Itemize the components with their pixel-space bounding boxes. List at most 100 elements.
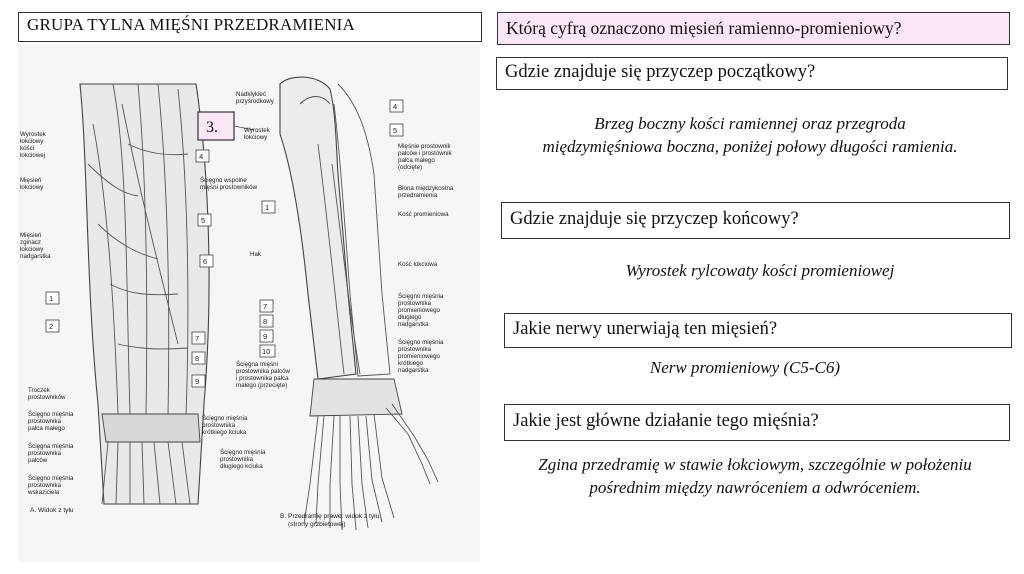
label-zginacz-1: Mięsień xyxy=(20,232,42,239)
label-przeciete-1: Ścięgna mięśni xyxy=(236,360,278,368)
label-wskaziciela-2: prostownika xyxy=(28,482,62,489)
number-boxes-a: 4 5 6 1 2 7 8 9 xyxy=(45,149,214,388)
highlight-number: 3. xyxy=(206,119,218,136)
num-10b: 10 xyxy=(262,347,270,356)
label-prostownik-2: palców i prostownik xyxy=(398,150,453,157)
label-wskaziciela-1: Ścięgno mięśnia xyxy=(28,474,74,482)
label-lokciowy-1: Mięsień xyxy=(20,177,42,184)
caption-b-1: B. Przedramię prawe: widok z tyłu xyxy=(280,513,380,520)
question-4: Jakie nerwy unerwiają ten mięsień? xyxy=(513,319,778,339)
num-box-7b xyxy=(259,299,274,313)
num-9a: 9 xyxy=(195,377,199,386)
label-zginacz-2: zginacz xyxy=(20,239,41,246)
question-3: Gdzie znajduje się przyczep końcowy? xyxy=(510,209,799,229)
label-krotki-kciuk-1: Ścięgno mięśnia xyxy=(202,414,248,422)
label-przeciete-2: prostownika palców xyxy=(236,368,291,375)
answer-3: Wyrostek rylcowaty kości promieniowej xyxy=(560,259,960,282)
label-palca-malego-3: palca małego xyxy=(28,425,65,432)
num-box-4a xyxy=(195,149,210,163)
question-5-box: Jakie jest główne działanie tego mięśnia… xyxy=(504,404,1010,441)
num-9b: 9 xyxy=(263,332,267,341)
label-wskaziciela-3: wskaziciela xyxy=(27,489,60,496)
label-zginacz-3: łokciowy xyxy=(20,246,44,253)
label-blona-1: Błona międzykostna xyxy=(398,185,454,192)
num-box-4b xyxy=(389,99,404,113)
forearm-illustration-b xyxy=(279,76,439,531)
label-blona-2: przedramienia xyxy=(398,192,438,199)
label-kosc-promieniowa: Kość promieniowa xyxy=(398,211,449,218)
num-box-1b xyxy=(261,200,276,214)
page-title-box: GRUPA TYLNA MIĘŚNI PRZEDRAMIENIA xyxy=(18,12,482,42)
num-7a: 7 xyxy=(195,334,199,343)
label-palcow-2: prostownika xyxy=(28,450,62,457)
label-hak: Hak xyxy=(250,251,262,258)
label-prom-dlugi-2: prostownika xyxy=(398,300,432,307)
num-6a: 6 xyxy=(203,257,207,266)
label-dlugi-kciuk-3: długiego kciuka xyxy=(220,463,263,470)
question-4-box: Jakie nerwy unerwiają ten mięsień? xyxy=(504,313,1012,348)
highlight-number-box xyxy=(197,111,235,141)
question-1-box: Którą cyfrą oznaczono mięsień ramienno-p… xyxy=(497,12,1010,45)
label-wyrostek-3: kości xyxy=(20,145,34,152)
labels-b: Nadkłykieć przyśrodkowy Wyrostek łokciow… xyxy=(236,91,454,389)
labels-a-right: Ścięgno wspólne mięśni prostowników Ścię… xyxy=(200,176,266,470)
num-box-1a xyxy=(45,291,60,305)
num-box-9b xyxy=(259,329,274,343)
labels-a-left: Wyrostek łokciowy kości łokciowej Mięsie… xyxy=(20,131,74,496)
num-2a: 2 xyxy=(49,322,53,331)
leader-line xyxy=(233,125,255,131)
answer-2-line-2: międzymięśniowa boczna, poniżej połowy d… xyxy=(542,137,958,156)
num-box-8b xyxy=(259,314,274,328)
num-box-5b xyxy=(389,123,404,137)
label-prom-dlugi-3: promieniowego xyxy=(398,307,441,314)
label-przeciete-4: małego (przecięte) xyxy=(236,382,287,389)
anatomy-plate: 3. 4 5 6 1 2 7 8 9 4 5 1 7 8 9 10 xyxy=(18,44,480,562)
caption-b-2: (strony grzbietowej) xyxy=(288,521,346,528)
label-troczek-2: prostowników xyxy=(28,394,66,401)
answer-4: Nerw promieniowy (C5-C6) xyxy=(590,356,900,379)
num-box-5a xyxy=(197,213,212,227)
label-kosc-lokciowa: Kość łokciowa xyxy=(398,261,438,268)
label-palca-malego-2: prostownika xyxy=(28,418,62,425)
answer-3-text: Wyrostek rylcowaty kości promieniowej xyxy=(625,261,895,280)
label-wyrostek-b-1: Wyrostek xyxy=(244,127,271,134)
label-dlugi-kciuk-1: Ścięgno mięśnia xyxy=(220,448,266,456)
label-wyrostek-1: Wyrostek xyxy=(20,131,47,138)
number-boxes-b: 4 5 1 7 8 9 10 xyxy=(259,99,404,358)
num-1b: 1 xyxy=(265,203,269,212)
num-box-10b xyxy=(259,344,276,358)
num-box-2a xyxy=(45,319,60,333)
label-prom-krotki-1: Ścięgno mięśnia xyxy=(398,338,444,346)
caption-a: A. Widok z tyłu xyxy=(30,507,74,514)
label-prom-krotki-3: promieniowego xyxy=(398,353,441,360)
num-box-7a xyxy=(191,331,206,345)
label-wspolne-2: mięśni prostowników xyxy=(200,184,258,191)
num-8b: 8 xyxy=(263,317,267,326)
label-wyrostek-4: łokciowej xyxy=(20,152,45,159)
question-1: Którą cyfrą oznaczono mięsień ramienno-p… xyxy=(506,18,902,38)
label-dlugi-kciuk-2: prostownika xyxy=(220,456,254,463)
question-2-box: Gdzie znajduje się przyczep początkowy? xyxy=(496,57,1008,90)
num-7b: 7 xyxy=(263,302,267,311)
forearm-illustration-a xyxy=(79,83,210,505)
label-prom-krotki-2: prostownika xyxy=(398,346,432,353)
label-prom-krotki-4: krótkiego xyxy=(398,360,424,367)
label-wyrostek-2: łokciowy xyxy=(20,138,44,145)
answer-5-line-1: Zgina przedramię w stawie łokciowym, szc… xyxy=(538,455,972,474)
label-palcow-3: palców xyxy=(28,457,48,464)
label-lokciowy-2: łokciowy xyxy=(20,184,44,191)
label-nadklykiec-2: przyśrodkowy xyxy=(236,98,275,105)
label-prom-krotki-5: nadgarstka xyxy=(398,367,429,374)
label-wspolne-1: Ścięgno wspólne xyxy=(200,176,247,184)
label-zginacz-4: nadgarstka xyxy=(20,253,51,260)
label-troczek-1: Troczek xyxy=(28,387,51,394)
label-krotki-kciuk-2: prostownika xyxy=(202,422,236,429)
answer-2-line-1: Brzeg boczny kości ramiennej oraz przegr… xyxy=(594,114,906,133)
num-4b: 4 xyxy=(393,102,397,111)
label-prostownik-3: palca małego xyxy=(398,157,435,164)
num-5a: 5 xyxy=(201,216,205,225)
label-krotki-kciuk-3: krótkiego kciuka xyxy=(202,429,247,436)
label-przeciete-3: i prostownika palca xyxy=(236,375,289,382)
label-nadklykiec-1: Nadkłykieć xyxy=(236,91,266,98)
label-palca-malego-1: Ścięgno mięśnia xyxy=(28,410,74,418)
